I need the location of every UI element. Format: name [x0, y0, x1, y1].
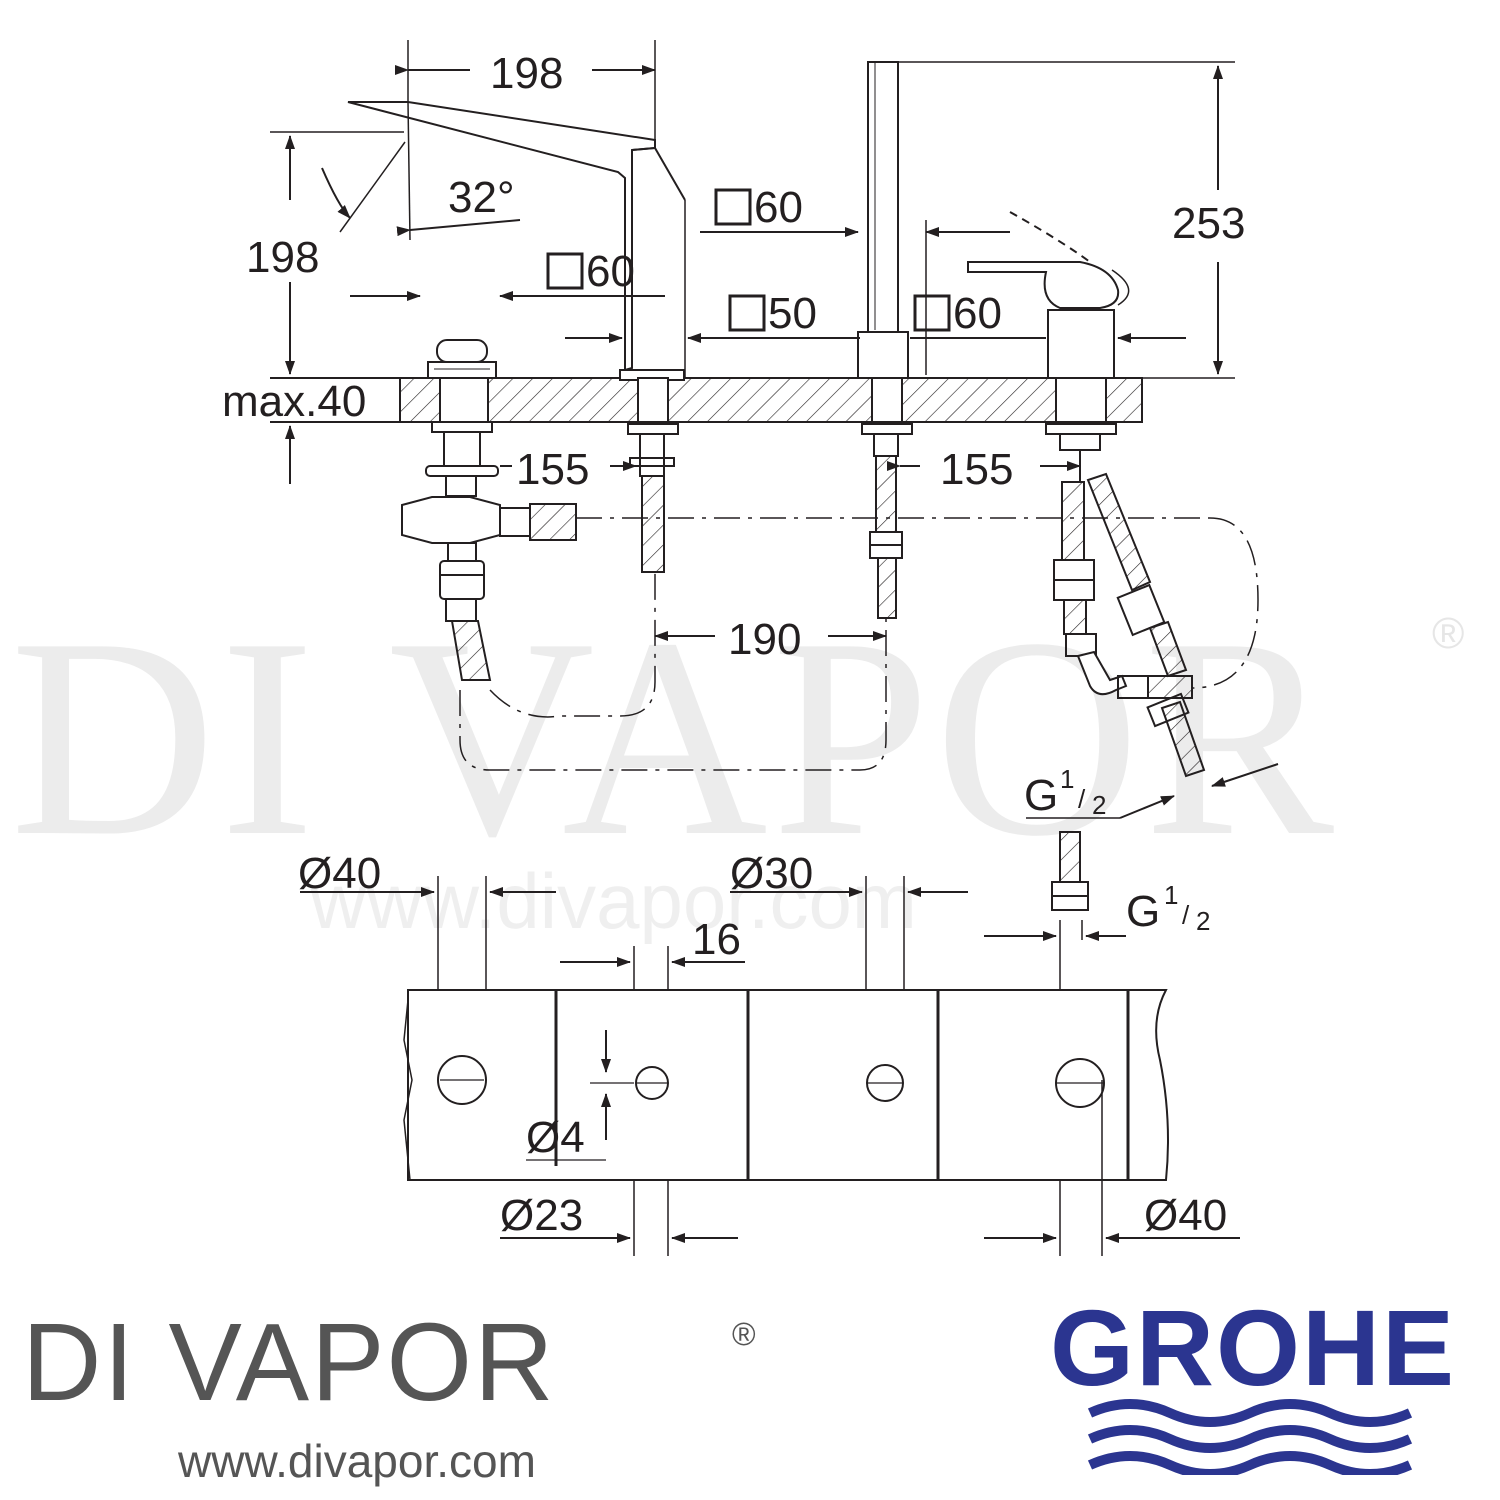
square-symbol-60-mid — [714, 188, 752, 226]
label-dia40-left: Ø40 — [298, 849, 381, 898]
label-dia40-right: Ø40 — [1144, 1191, 1227, 1240]
label-60-mid: 60 — [754, 183, 803, 232]
label-dia23: Ø23 — [500, 1191, 583, 1240]
mixer-lever — [967, 211, 1130, 379]
mixer-tail — [1045, 377, 1206, 778]
angle-base-line — [396, 219, 521, 237]
watermark-url: www.divapor.com — [310, 857, 917, 945]
spout-tail — [627, 377, 679, 573]
label-155-right: 155 — [940, 445, 1013, 494]
label-g-half-bottom: G — [1126, 887, 1160, 936]
hand-shower — [857, 61, 1235, 379]
label-32-degrees: 32° — [448, 173, 515, 222]
label-g-half-hose-num: 1 — [1060, 764, 1074, 794]
label-60-right: 60 — [953, 289, 1002, 338]
label-dia4: Ø4 — [526, 1113, 585, 1162]
square-symbols — [546, 188, 951, 332]
watermark-registered-mark: ® — [1432, 609, 1465, 658]
label-198-top: 198 — [490, 49, 563, 98]
divapor-registered-mark: ® — [732, 1316, 756, 1352]
label-g-half-hose-den: 2 — [1092, 790, 1106, 820]
label-50: 50 — [768, 289, 817, 338]
label-60-left: 60 — [586, 247, 635, 296]
plan-break-left — [403, 999, 413, 1181]
label-155-left: 155 — [516, 445, 589, 494]
label-g-half-bottom-num: 1 — [1164, 880, 1178, 910]
square-symbol-60-left — [546, 252, 584, 290]
label-16: 16 — [692, 915, 741, 964]
label-dia30: Ø30 — [730, 849, 813, 898]
angle-line — [339, 141, 406, 233]
spout — [347, 40, 686, 381]
angle-arc — [321, 167, 351, 219]
centerlines — [459, 517, 1259, 771]
label-g-half-hose: G — [1024, 771, 1058, 820]
plan-slab — [407, 989, 1169, 1181]
divapor-logo-text: DI VAPOR — [22, 1301, 556, 1424]
label-g-half-bottom-den: 2 — [1196, 906, 1210, 936]
g-half-hose-b — [1211, 763, 1279, 787]
left-valve-body — [401, 377, 577, 681]
label-198-vertical: 198 — [246, 233, 319, 282]
loose-hose-end — [1051, 831, 1089, 911]
label-g-half-hose-slash: / — [1078, 784, 1086, 814]
label-g-half-bottom-slash: / — [1182, 900, 1190, 930]
shower-holder-tail — [861, 377, 913, 619]
grohe-logo-text: GROHE — [1050, 1295, 1456, 1408]
label-190: 190 — [728, 615, 801, 664]
watermark-divapor: DI VAPOR — [10, 579, 1339, 895]
deck-slab — [399, 377, 1143, 423]
square-symbol-50 — [728, 294, 766, 332]
square-symbol-60-right — [913, 294, 951, 332]
divapor-url: www.divapor.com — [178, 1435, 536, 1487]
grohe-wave-icon — [1087, 1399, 1413, 1475]
hole-center-marks — [440, 1079, 1104, 1084]
label-max40: max.40 — [222, 377, 366, 426]
g-half-hose-a — [1119, 795, 1175, 819]
diverter-knob — [427, 339, 497, 379]
label-253: 253 — [1172, 199, 1245, 248]
grohe-logo: GROHE — [1050, 1295, 1456, 1475]
